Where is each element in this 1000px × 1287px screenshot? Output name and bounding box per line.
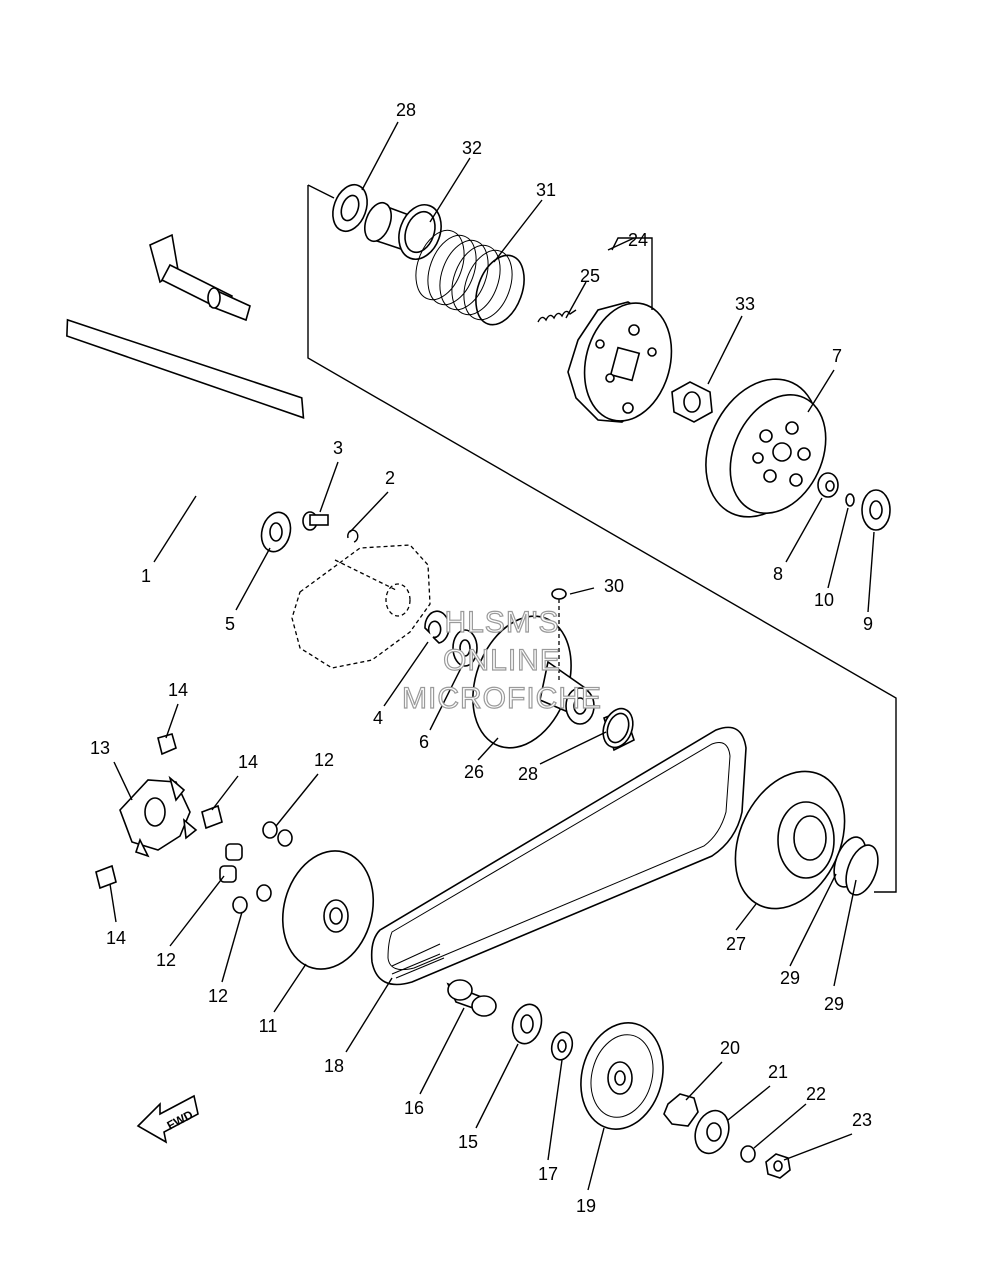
label-27: 27 bbox=[726, 934, 746, 954]
label-32: 32 bbox=[462, 138, 482, 158]
label-16: 16 bbox=[404, 1098, 424, 1118]
roller-12-a bbox=[262, 821, 293, 847]
label-29-right: 29 bbox=[824, 994, 844, 1014]
label-15: 15 bbox=[458, 1132, 478, 1152]
label-28-top: 28 bbox=[396, 100, 416, 120]
label-19: 19 bbox=[576, 1196, 596, 1216]
label-3: 3 bbox=[333, 438, 343, 458]
sheave-11 bbox=[281, 850, 375, 970]
label-11: 11 bbox=[259, 1016, 278, 1036]
label-24: 24 bbox=[628, 230, 648, 250]
clip-2 bbox=[347, 529, 359, 543]
label-22: 22 bbox=[806, 1084, 826, 1104]
seal-28-lower bbox=[602, 707, 635, 752]
label-28-lower: 28 bbox=[518, 764, 538, 784]
label-8: 8 bbox=[773, 564, 783, 584]
bearing-5 bbox=[260, 511, 292, 553]
label-23: 23 bbox=[852, 1110, 872, 1130]
label-20: 20 bbox=[720, 1038, 740, 1058]
bolt-3 bbox=[302, 511, 329, 531]
label-12-top: 12 bbox=[314, 750, 334, 770]
nut-8 bbox=[817, 472, 839, 498]
spring-31 bbox=[415, 229, 525, 326]
label-31: 31 bbox=[536, 180, 556, 200]
label-4: 4 bbox=[373, 708, 383, 728]
label-1: 1 bbox=[141, 566, 151, 586]
o-ring-29 bbox=[833, 836, 879, 896]
label-17: 17 bbox=[538, 1164, 558, 1184]
seal-28-top bbox=[332, 183, 368, 233]
roller-12-c bbox=[232, 884, 272, 914]
cam-13 bbox=[119, 775, 198, 858]
label-21: 21 bbox=[768, 1062, 788, 1082]
slider-14-bottom bbox=[95, 864, 117, 890]
collar-16 bbox=[446, 979, 497, 1017]
spring-25 bbox=[537, 309, 577, 323]
collar-32 bbox=[364, 201, 442, 260]
roller-12-b bbox=[219, 843, 243, 883]
watermark-line-1: HLSM'S bbox=[444, 606, 559, 639]
washer-4 bbox=[424, 610, 450, 644]
nut-33 bbox=[671, 381, 713, 423]
washer-10 bbox=[845, 493, 855, 507]
label-14-mid: 14 bbox=[238, 752, 258, 772]
clutch-housing-7 bbox=[705, 378, 827, 518]
label-5: 5 bbox=[225, 614, 235, 634]
label-2: 2 bbox=[385, 468, 395, 488]
bearing-15 bbox=[511, 1003, 543, 1045]
watermark-line-2: ONLINE bbox=[443, 644, 561, 677]
sheave-27 bbox=[734, 770, 846, 910]
plate-20 bbox=[663, 1093, 699, 1127]
washer-21 bbox=[694, 1109, 730, 1155]
washer-17 bbox=[550, 1031, 574, 1061]
sheave-26 bbox=[472, 615, 595, 749]
callout-labels: 28 32 31 24 25 33 7 3 2 1 5 8 10 9 30 4 … bbox=[90, 100, 873, 1216]
label-33: 33 bbox=[735, 294, 755, 314]
shaft-1 bbox=[66, 233, 305, 419]
label-30: 30 bbox=[604, 576, 624, 596]
label-29-left: 29 bbox=[780, 968, 800, 988]
label-25: 25 bbox=[580, 266, 600, 286]
label-9: 9 bbox=[863, 614, 873, 634]
watermark: HLSM'S ONLINE MICROFICHE bbox=[401, 605, 602, 715]
bearing-9 bbox=[861, 489, 891, 531]
washer-22 bbox=[740, 1145, 756, 1163]
fwd-arrow-icon: FWD bbox=[136, 1094, 199, 1144]
fan-sheave-19 bbox=[580, 1022, 664, 1130]
label-12-bottom: 12 bbox=[208, 986, 228, 1006]
label-13: 13 bbox=[90, 738, 110, 758]
watermark-line-3: MICROFICHE bbox=[402, 682, 602, 715]
pin-30 bbox=[551, 588, 567, 680]
label-12-mid: 12 bbox=[156, 950, 176, 970]
leader-lines bbox=[109, 121, 875, 1191]
label-6: 6 bbox=[419, 732, 429, 752]
label-18: 18 bbox=[324, 1056, 344, 1076]
v-belt-18 bbox=[370, 726, 747, 986]
label-7: 7 bbox=[832, 346, 842, 366]
case-cover bbox=[291, 544, 431, 669]
label-14-top: 14 bbox=[168, 680, 188, 700]
nut-23 bbox=[765, 1153, 791, 1179]
group-outline bbox=[307, 185, 897, 893]
label-26: 26 bbox=[464, 762, 484, 782]
clutch-carrier-24 bbox=[567, 301, 673, 423]
label-10: 10 bbox=[814, 590, 834, 610]
bearing-6 bbox=[452, 629, 478, 667]
label-14-bottom: 14 bbox=[106, 928, 126, 948]
